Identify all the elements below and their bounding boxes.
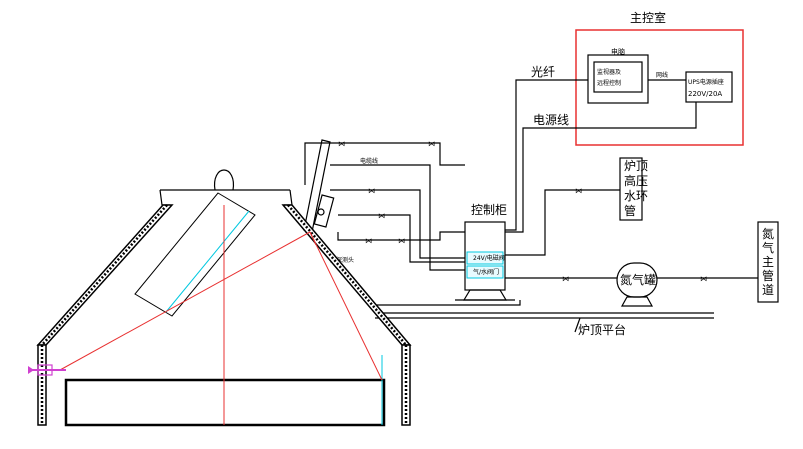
cable-label: 电缆线 (360, 157, 378, 165)
control-room-border (575, 29, 744, 146)
laser-rays (59, 205, 383, 425)
left-slope-hatch (41, 204, 168, 346)
n2-main-2: 气 (762, 240, 774, 255)
probe-piping: ⋈ ⋈ 电缆线 ⋈ ⋈ ⋈ ⋈ 至探测头 (304, 140, 465, 271)
cabinet-row1 (466, 251, 504, 265)
monitor-label-2: 远程控制 (597, 79, 621, 87)
water-label-2: 高压 (624, 173, 648, 188)
control-room: 主控室 电脑 监视器及 远程控制 网线 UPS电源插座 220V/20A (575, 10, 744, 146)
pipe2-valve: ⋈ (368, 187, 375, 195)
water-valve: ⋈ (575, 187, 582, 195)
n2-main-1: 氮 (762, 226, 774, 241)
probe-assembly (303, 139, 335, 233)
pipe-3 (338, 214, 465, 263)
computer-label: 电脑 (611, 47, 625, 56)
side-nozzle (28, 364, 66, 376)
probe-joint (317, 208, 325, 216)
water-ring-box (619, 157, 643, 221)
n2-valve-2: ⋈ (700, 275, 707, 283)
n2-valve-1: ⋈ (562, 275, 569, 283)
inner-hopper (64, 378, 386, 427)
power-cable-label: 电源线 (533, 113, 569, 127)
ups-label: UPS电源插座 (688, 78, 724, 86)
computer-box (587, 54, 649, 104)
probe-tube (303, 139, 331, 233)
power-cable-line (505, 102, 697, 233)
cabinet-row2-label: 气/水阀门 (473, 268, 499, 276)
hood-right-cap (284, 189, 293, 206)
monitor-label-1: 监视器及 (597, 68, 621, 76)
control-cabinet: 控制柜 24V/电磁阀 气/水阀门 (455, 203, 515, 301)
tilted-plate-accent (165, 210, 250, 313)
fiber-line (505, 79, 588, 231)
cabinet-row1-label: 24V/电磁阀 (473, 254, 505, 262)
pipe4-valve: ⋈ (365, 237, 372, 245)
probe-label: 至探测头 (330, 256, 354, 264)
fiber-label: 光纤 (531, 65, 555, 79)
furnace-platform: 炉顶平台 (374, 300, 714, 337)
pipe-2 (330, 189, 465, 259)
monitor-box (593, 61, 643, 93)
n2-main-3: 主 (762, 255, 774, 269)
ups-box (685, 71, 733, 103)
n2-main-5: 道 (762, 283, 774, 297)
probe-body (313, 194, 335, 228)
tank-base (620, 296, 654, 307)
pipe4-valve-2: ⋈ (398, 237, 405, 245)
nitrogen-system: ⋈ 氮气罐 ⋈ 氮 气 主 管 道 (505, 221, 779, 307)
water-label-3: 水环 (624, 189, 648, 203)
pipe3-valve: ⋈ (378, 212, 385, 220)
tilted-plate (134, 192, 256, 317)
network-label: 网线 (656, 71, 668, 79)
ray-right (309, 231, 383, 381)
ray-short (309, 231, 317, 246)
nitrogen-main-box (757, 221, 779, 303)
water-ring: ⋈ 炉顶 高压 水环 管 (505, 157, 648, 256)
furnace-platform-label: 炉顶平台 (578, 322, 626, 337)
pipe-4 (337, 231, 465, 241)
cabinet-row2 (466, 265, 504, 279)
n2-main-4: 管 (762, 268, 774, 283)
platform-top (374, 300, 521, 310)
signal-lines: 光纤 电源线 (505, 65, 697, 233)
right-slope-wall (281, 204, 412, 346)
right-slope-hatch (287, 204, 407, 346)
ray-left (59, 231, 311, 371)
nitrogen-tank-label: 氮气罐 (620, 272, 656, 287)
pipe-cable (330, 164, 465, 271)
pipe1-valve: ⋈ (338, 140, 345, 148)
water-pipe-line (505, 189, 620, 256)
cabinet-base (462, 289, 508, 301)
hood-left-cap (159, 189, 170, 206)
nozzle-tip (28, 366, 34, 374)
control-room-title: 主控室 (630, 10, 666, 25)
ups-spec: 220V/20A (688, 90, 722, 98)
pipe1-valve-2: ⋈ (428, 140, 435, 148)
furnace (36, 169, 412, 427)
nozzle-body (37, 364, 53, 376)
control-cabinet-label: 控制柜 (471, 203, 507, 217)
pipe-1 (304, 142, 465, 185)
water-label-1: 炉顶 (624, 159, 648, 173)
water-label-4: 管 (624, 203, 636, 218)
hood-vent (213, 169, 235, 191)
platform-leader (574, 317, 581, 333)
